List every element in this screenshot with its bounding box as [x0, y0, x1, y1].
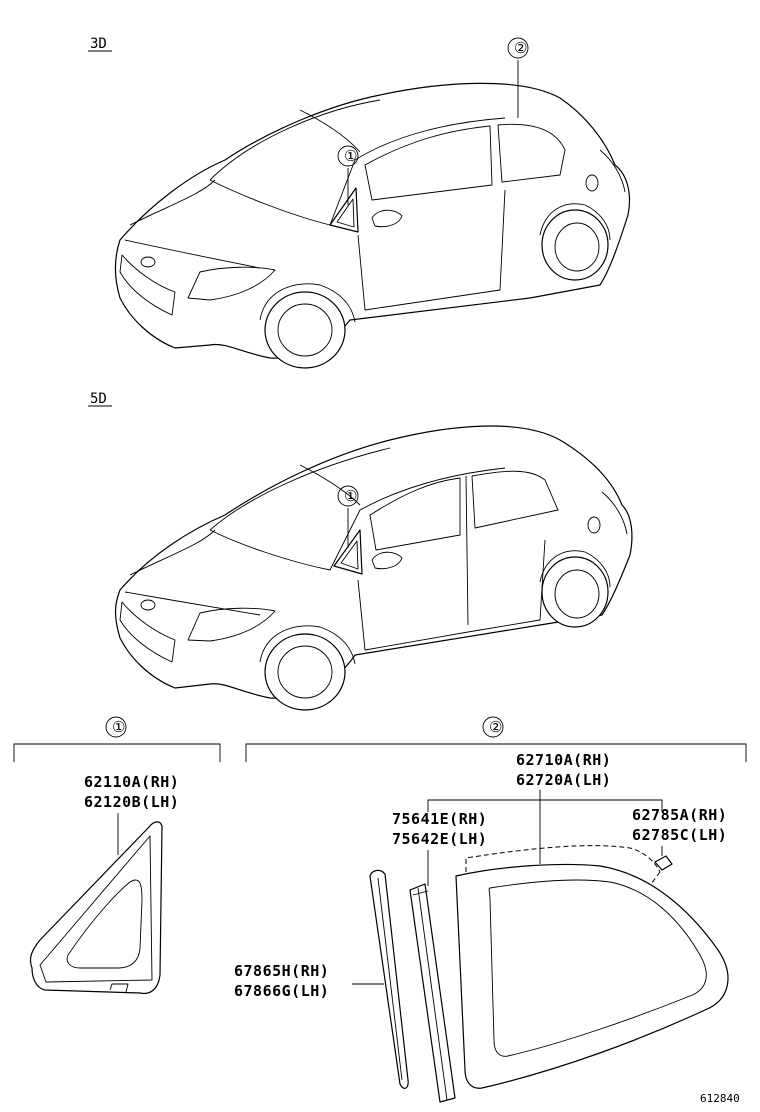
three-door-car: 3D — [88, 36, 631, 369]
part-number-62720a: 62720A(LH) — [516, 771, 611, 789]
part-number-75642e: 75642E(LH) — [392, 830, 487, 848]
group-2-marker: ② — [489, 718, 502, 736]
part-number-62785a: 62785A(RH) — [632, 806, 727, 824]
group-1-detail: ① 62110A(RH) 62120B(LH) — [13, 716, 221, 995]
five-door-car: 5D ① — [88, 391, 633, 711]
variant-label-3d: 3D — [90, 36, 107, 52]
callout-1-3d: ① — [344, 147, 357, 165]
part-number-62120b: 62120B(LH) — [84, 793, 179, 811]
part-number-62785c: 62785C(LH) — [632, 826, 727, 844]
callout-2-3d: ② — [514, 39, 527, 57]
part-number-75641e: 75641E(RH) — [392, 810, 487, 828]
part-number-62710a: 62710A(RH) — [516, 751, 611, 769]
callout-1-5d: ① — [344, 487, 357, 505]
group-2-detail: ② 62710A(RH) 62720A(LH) 75641E(RH) 75642… — [234, 716, 747, 1103]
part-number-67865h: 67865H(RH) — [234, 962, 329, 980]
variant-label-5d: 5D — [90, 391, 107, 407]
diagram-reference-number: 612840 — [700, 1092, 740, 1105]
part-number-62110a: 62110A(RH) — [84, 773, 179, 791]
part-number-67866g: 67866G(LH) — [234, 982, 329, 1000]
group-1-marker: ① — [112, 718, 125, 736]
